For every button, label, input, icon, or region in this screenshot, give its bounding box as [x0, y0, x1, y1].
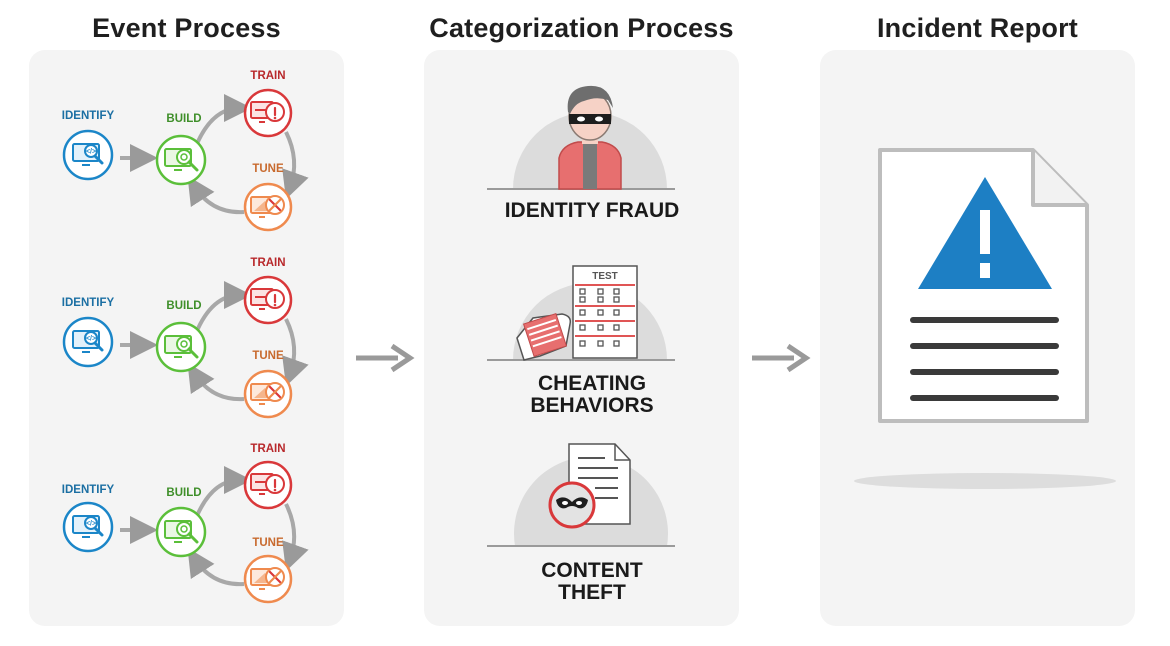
document-mask-icon	[487, 443, 675, 547]
tune-label: TUNE	[252, 350, 284, 362]
identify-label: IDENTIFY	[62, 110, 115, 122]
cheating-label-line1: CHEATING	[538, 372, 646, 395]
train-label: TRAIN	[250, 70, 285, 82]
warning-document-icon	[878, 148, 1089, 423]
identify-label: IDENTIFY	[62, 484, 115, 496]
tune-label: TUNE	[252, 537, 284, 549]
build-label: BUILD	[166, 487, 201, 499]
flow-arrow-1	[356, 343, 415, 373]
categorization-process-title: Categorization Process	[429, 13, 734, 43]
test-sheet-icon: TEST	[487, 265, 675, 361]
event-row-1: IDENTIFY BUILD TRAIN TUNE	[62, 70, 294, 230]
event-row-2: IDENTIFY BUILD TRAIN TUNE	[62, 257, 294, 417]
content-theft-label-line1: CONTENT	[541, 559, 643, 582]
build-label: BUILD	[166, 113, 201, 125]
identity-fraud-label: IDENTITY FRAUD	[505, 199, 680, 222]
train-label: TRAIN	[250, 257, 285, 269]
incident-report-title: Incident Report	[876, 13, 1078, 43]
event-row-3: IDENTIFY BUILD TRAIN TUNE	[62, 443, 294, 602]
train-label: TRAIN	[250, 443, 285, 455]
identify-label: IDENTIFY	[62, 297, 115, 309]
content-theft-label-line2: THEFT	[558, 581, 626, 604]
thief-person-icon	[487, 85, 675, 190]
event-process-title: Event Process	[92, 13, 281, 43]
flow-arrow-2	[752, 343, 811, 373]
cheating-label-line2: BEHAVIORS	[530, 394, 653, 417]
test-label: TEST	[592, 271, 618, 282]
tune-label: TUNE	[252, 163, 284, 175]
document-shadow	[854, 473, 1116, 489]
build-label: BUILD	[166, 300, 201, 312]
